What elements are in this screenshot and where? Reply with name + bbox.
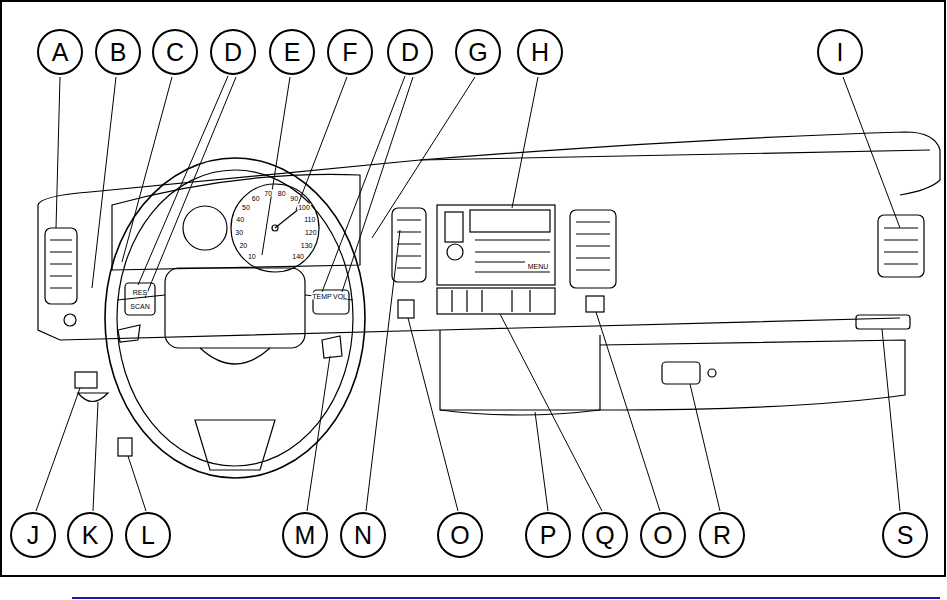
callout-circle: G [455, 29, 501, 75]
speed-scale: 50 [241, 203, 251, 210]
button-text: RES [132, 289, 148, 296]
speed-scale: 70 [263, 189, 273, 196]
callout-letter: I [837, 40, 844, 65]
callout-letter: P [540, 523, 557, 548]
button-text: MENU [527, 263, 550, 270]
speed-scale: 40 [235, 215, 245, 222]
callout-circle: R [699, 512, 745, 558]
callout-letter: A [52, 40, 69, 65]
callout-letter: G [468, 40, 487, 65]
callout-circle: K [67, 512, 113, 558]
callout-circle: E [269, 29, 315, 75]
callout-circle: F [327, 29, 373, 75]
speed-scale: 110 [303, 215, 316, 222]
callout-circle: A [37, 29, 83, 75]
callout-letter: D [401, 40, 419, 65]
callout-circle: S [882, 512, 928, 558]
callout-circle: C [152, 29, 198, 75]
callout-letter: S [897, 523, 914, 548]
callout-letter: D [224, 40, 242, 65]
callout-circle: I [817, 29, 863, 75]
callout-letter: R [713, 523, 731, 548]
callout-circle: O [640, 512, 686, 558]
callout-letter: B [110, 40, 127, 65]
callout-letter: C [166, 40, 184, 65]
speed-scale: 20 [238, 242, 248, 249]
speed-scale: 80 [277, 189, 287, 196]
callout-letter: K [82, 523, 99, 548]
button-text: SCAN [129, 303, 150, 310]
callout-letter: Q [595, 523, 614, 548]
callout-circle: H [517, 29, 563, 75]
speed-scale: 30 [234, 229, 244, 236]
callout-letter: O [450, 523, 469, 548]
callout-circle: J [10, 512, 56, 558]
callout-letter: L [141, 523, 155, 548]
speed-scale: 90 [289, 194, 299, 201]
button-text: TEMP [311, 293, 332, 300]
callout-circle: N [340, 512, 386, 558]
callout-circle: Q [582, 512, 628, 558]
button-text: VOL [332, 293, 348, 300]
callout-circle: O [437, 512, 483, 558]
callout-letter: J [27, 523, 40, 548]
callout-circle: L [125, 512, 171, 558]
callout-circle: B [95, 29, 141, 75]
speed-scale: 100 [297, 203, 311, 210]
speed-scale: 60 [251, 194, 261, 201]
callout-circle: D [210, 29, 256, 75]
speed-scale: 140 [291, 252, 305, 259]
callout-circle: P [525, 512, 571, 558]
speed-scale: 10 [247, 252, 257, 259]
callout-circle: D [387, 29, 433, 75]
speed-scale: 130 [300, 242, 314, 249]
callout-letter: M [295, 523, 316, 548]
callout-letter: N [354, 523, 372, 548]
callout-letter: E [284, 40, 301, 65]
callout-circle: M [282, 512, 328, 558]
callout-letter: H [531, 40, 549, 65]
speed-scale: 120 [304, 229, 318, 236]
callout-letter: O [653, 523, 672, 548]
callout-letter: F [342, 40, 357, 65]
